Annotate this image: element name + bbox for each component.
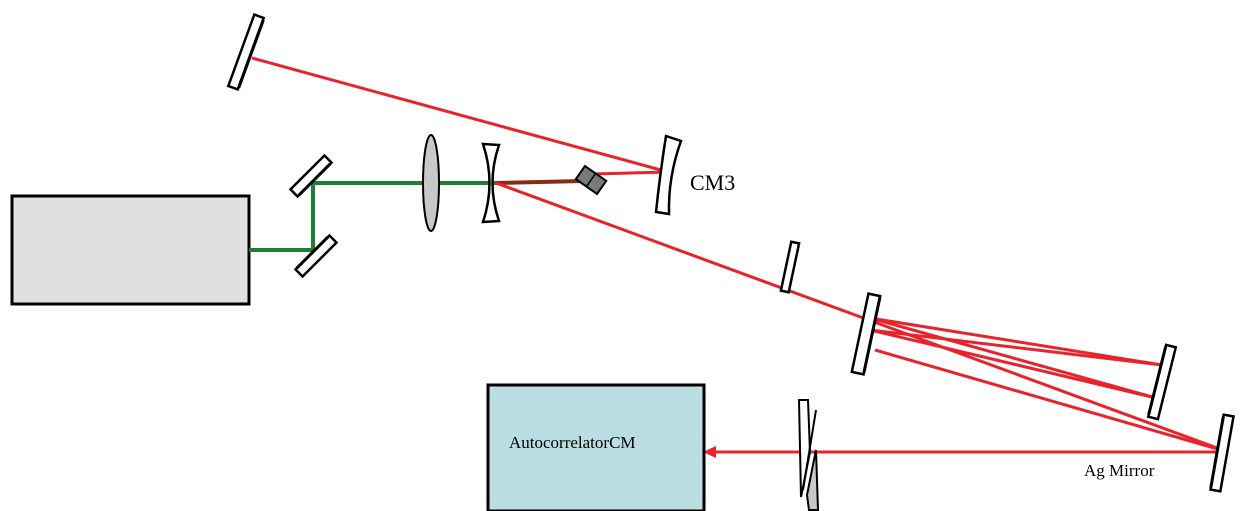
output-arrow-head	[703, 446, 716, 458]
beam-cm-to-ag-mirror	[495, 181, 1229, 454]
red-beam-paths	[251, 56, 1229, 454]
cavity-plate	[779, 240, 801, 294]
steering-mirror-top	[288, 153, 334, 199]
steering-mirror-bottom	[293, 233, 339, 279]
ag-mirror-label: Ag Mirror	[1084, 461, 1155, 480]
ag-mirror	[1209, 413, 1235, 493]
autocorrelator-label: AutocorrelatorCM	[509, 433, 636, 452]
pump-laser-box	[10, 194, 251, 306]
wedge-right	[805, 449, 820, 511]
pump-overlap-beam	[495, 179, 584, 185]
beam-end-mirror-to-cm3	[251, 56, 669, 174]
beam-multipass-return	[874, 348, 1229, 454]
beam-multipass-1	[869, 316, 1163, 367]
beam-multipass-2	[869, 316, 1157, 400]
curved-mirror-cm3	[654, 134, 683, 216]
beam-multipass-4	[869, 328, 1157, 400]
wedge-divider	[802, 409, 817, 491]
end-mirror-coating	[237, 19, 265, 89]
focusing-lens	[422, 134, 440, 232]
end-mirror	[226, 12, 266, 92]
cm3-label: CM3	[690, 170, 735, 195]
beam-multipass-3	[869, 328, 1163, 367]
gain-crystal	[574, 164, 608, 196]
multipass-mirror-left	[850, 292, 882, 376]
curved-mirror-cm	[481, 142, 501, 224]
green-pump-beam	[249, 181, 496, 252]
beam-cm3-to-crystal	[591, 170, 669, 176]
autocorrelator-box	[486, 383, 706, 511]
multipass-mirror-right	[1146, 343, 1178, 421]
